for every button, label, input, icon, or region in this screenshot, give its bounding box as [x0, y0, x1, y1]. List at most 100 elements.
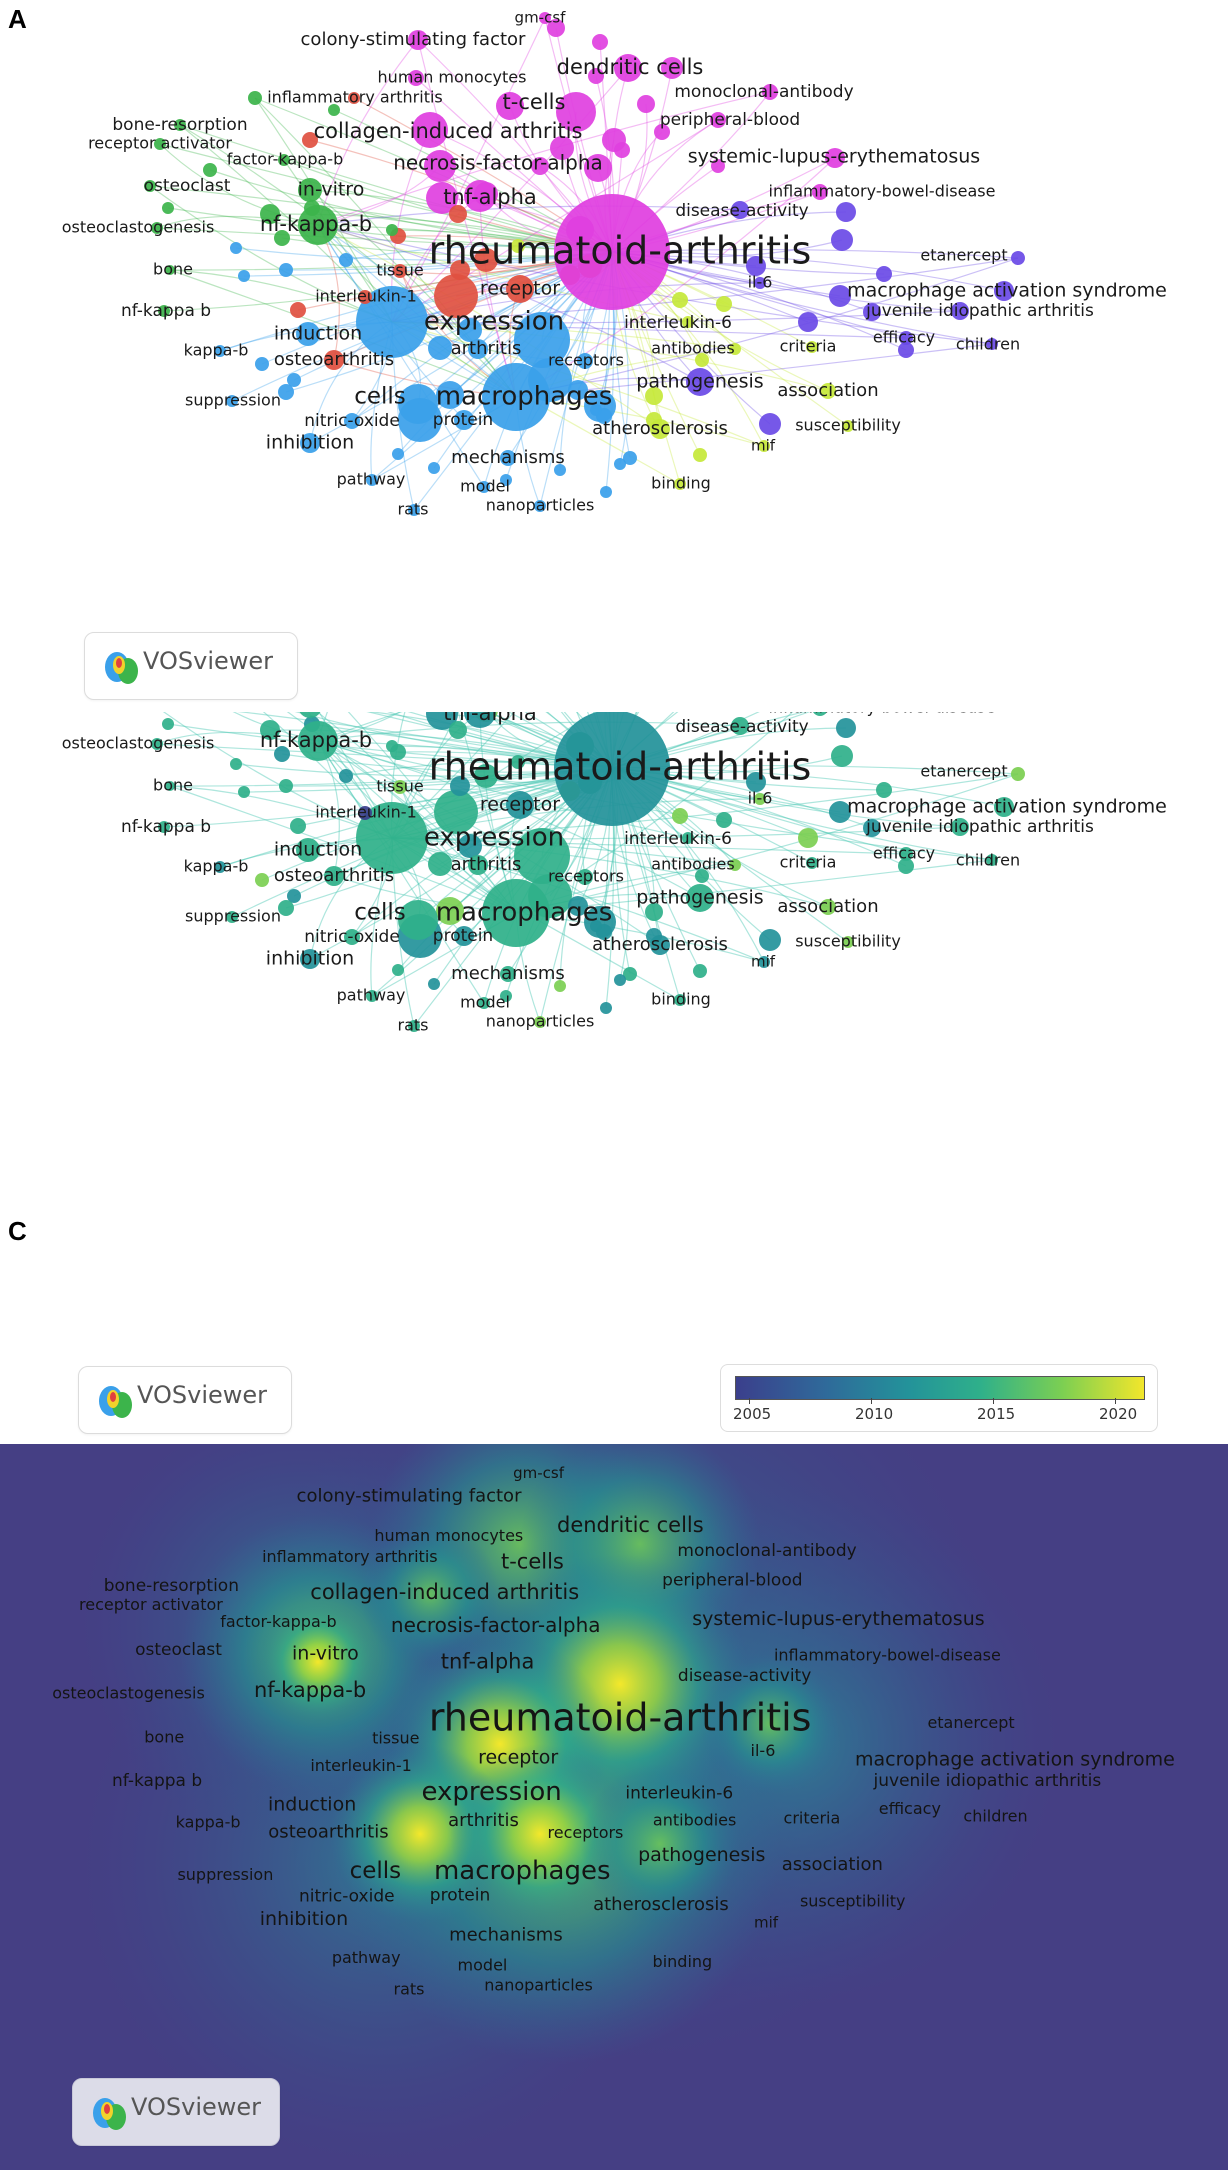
node-interleukin-1[interactable] [358, 806, 372, 820]
network-node[interactable] [759, 929, 781, 951]
network-node[interactable] [260, 204, 280, 224]
network-node[interactable] [287, 889, 301, 903]
network-node[interactable] [645, 903, 663, 921]
network-node[interactable] [716, 812, 732, 828]
network-node[interactable] [426, 712, 458, 730]
network-node[interactable] [386, 224, 398, 236]
network-node[interactable] [693, 448, 707, 462]
network-node[interactable] [428, 462, 440, 474]
network-node[interactable] [863, 819, 881, 837]
node-receptor-activator[interactable] [154, 138, 166, 150]
node-mif[interactable] [758, 440, 770, 452]
network-node[interactable] [746, 256, 766, 276]
node-monoclonal-antibody[interactable] [762, 84, 778, 100]
node-human-monocytes[interactable] [408, 70, 424, 86]
node-arthritis[interactable] [468, 855, 488, 875]
node-nitric-oxide[interactable] [344, 413, 360, 429]
network-node[interactable] [434, 790, 478, 834]
node-expression[interactable] [356, 802, 428, 874]
network-node[interactable] [290, 302, 306, 318]
node-etanercept[interactable] [1011, 767, 1025, 781]
node-nf-kappa-b-2[interactable] [158, 821, 170, 833]
network-node[interactable] [590, 404, 602, 416]
node-suppression[interactable] [226, 395, 238, 407]
network-node[interactable] [260, 720, 280, 740]
node-cells[interactable] [398, 384, 438, 424]
network-node[interactable] [602, 128, 626, 152]
network-node[interactable] [328, 104, 340, 116]
node-in-vitro[interactable] [298, 178, 322, 202]
network-node[interactable] [436, 897, 464, 925]
node-dendritic-cells[interactable] [614, 54, 642, 82]
node-inhibition[interactable] [300, 949, 320, 969]
node-macrophage-activation-syndrome[interactable] [994, 797, 1014, 817]
network-node[interactable] [449, 721, 467, 739]
node-bone[interactable] [165, 265, 175, 275]
network-node[interactable] [836, 718, 856, 738]
node-osteoclastogenesis[interactable] [151, 738, 163, 750]
network-node[interactable] [836, 202, 856, 222]
network-node[interactable] [392, 448, 404, 460]
network-node[interactable] [568, 380, 588, 400]
network-node[interactable] [238, 270, 250, 282]
node-mechanisms[interactable] [500, 966, 516, 982]
network-node[interactable] [514, 312, 570, 368]
network-node[interactable] [876, 782, 892, 798]
node-pathogenesis[interactable] [686, 884, 714, 912]
node-nf-kappa-b[interactable] [298, 205, 338, 245]
node-inhibition[interactable] [300, 433, 320, 453]
network-node[interactable] [614, 974, 626, 986]
network-node[interactable] [428, 336, 452, 360]
node-nanoparticles[interactable] [534, 1016, 546, 1028]
node-pathway[interactable] [366, 474, 378, 486]
node-kappa-b[interactable] [214, 345, 226, 357]
node-inflammatory-bowel-disease[interactable] [812, 184, 828, 200]
network-node[interactable] [711, 159, 725, 173]
node-receptor[interactable] [506, 275, 534, 303]
node-model[interactable] [478, 997, 490, 1009]
node-antibodies[interactable] [729, 343, 741, 355]
network-node[interactable] [279, 779, 293, 793]
node-model[interactable] [478, 481, 490, 493]
node-receptors[interactable] [577, 869, 593, 885]
node-factor-kappa-b[interactable] [278, 154, 290, 166]
node-atherosclerosis[interactable] [650, 935, 670, 955]
network-node[interactable] [511, 239, 525, 253]
node-criteria[interactable] [806, 341, 818, 353]
node-binding[interactable] [674, 478, 686, 490]
network-node[interactable] [426, 182, 458, 214]
network-node[interactable] [876, 266, 892, 282]
network-node[interactable] [274, 230, 290, 246]
node-atherosclerosis[interactable] [650, 419, 670, 439]
node-bone-resorption[interactable] [174, 119, 186, 131]
network-node[interactable] [230, 758, 242, 770]
network-node[interactable] [450, 260, 470, 280]
node-binding[interactable] [674, 994, 686, 1006]
network-node[interactable] [428, 852, 452, 876]
node-tnf-alpha[interactable] [464, 712, 496, 728]
node-efficacy[interactable] [899, 331, 913, 345]
network-node[interactable] [500, 474, 512, 486]
node-receptors[interactable] [577, 353, 593, 369]
network-node[interactable] [514, 828, 570, 884]
network-node[interactable] [588, 68, 604, 84]
node-mechanisms[interactable] [500, 450, 516, 466]
node-kappa-b[interactable] [214, 861, 226, 873]
node-rheumatoid-arthritis[interactable] [554, 712, 670, 826]
network-node[interactable] [592, 34, 608, 50]
network-node[interactable] [695, 353, 709, 367]
network-node[interactable] [584, 154, 612, 182]
node-collagen-induced-arthritis[interactable] [412, 112, 448, 148]
node-juvenile-idiopathic-arthritis[interactable] [951, 302, 969, 320]
node-osteoarthritis[interactable] [324, 350, 344, 370]
node-protein[interactable] [454, 926, 474, 946]
network-node[interactable] [278, 900, 294, 916]
network-node[interactable] [590, 920, 602, 932]
node-susceptibility[interactable] [842, 420, 854, 432]
network-node[interactable] [798, 312, 818, 332]
network-node[interactable] [614, 458, 626, 470]
node-t-cells[interactable] [496, 92, 524, 120]
network-node[interactable] [449, 205, 467, 223]
node-tissue[interactable] [393, 264, 407, 278]
node-bone[interactable] [165, 781, 175, 791]
